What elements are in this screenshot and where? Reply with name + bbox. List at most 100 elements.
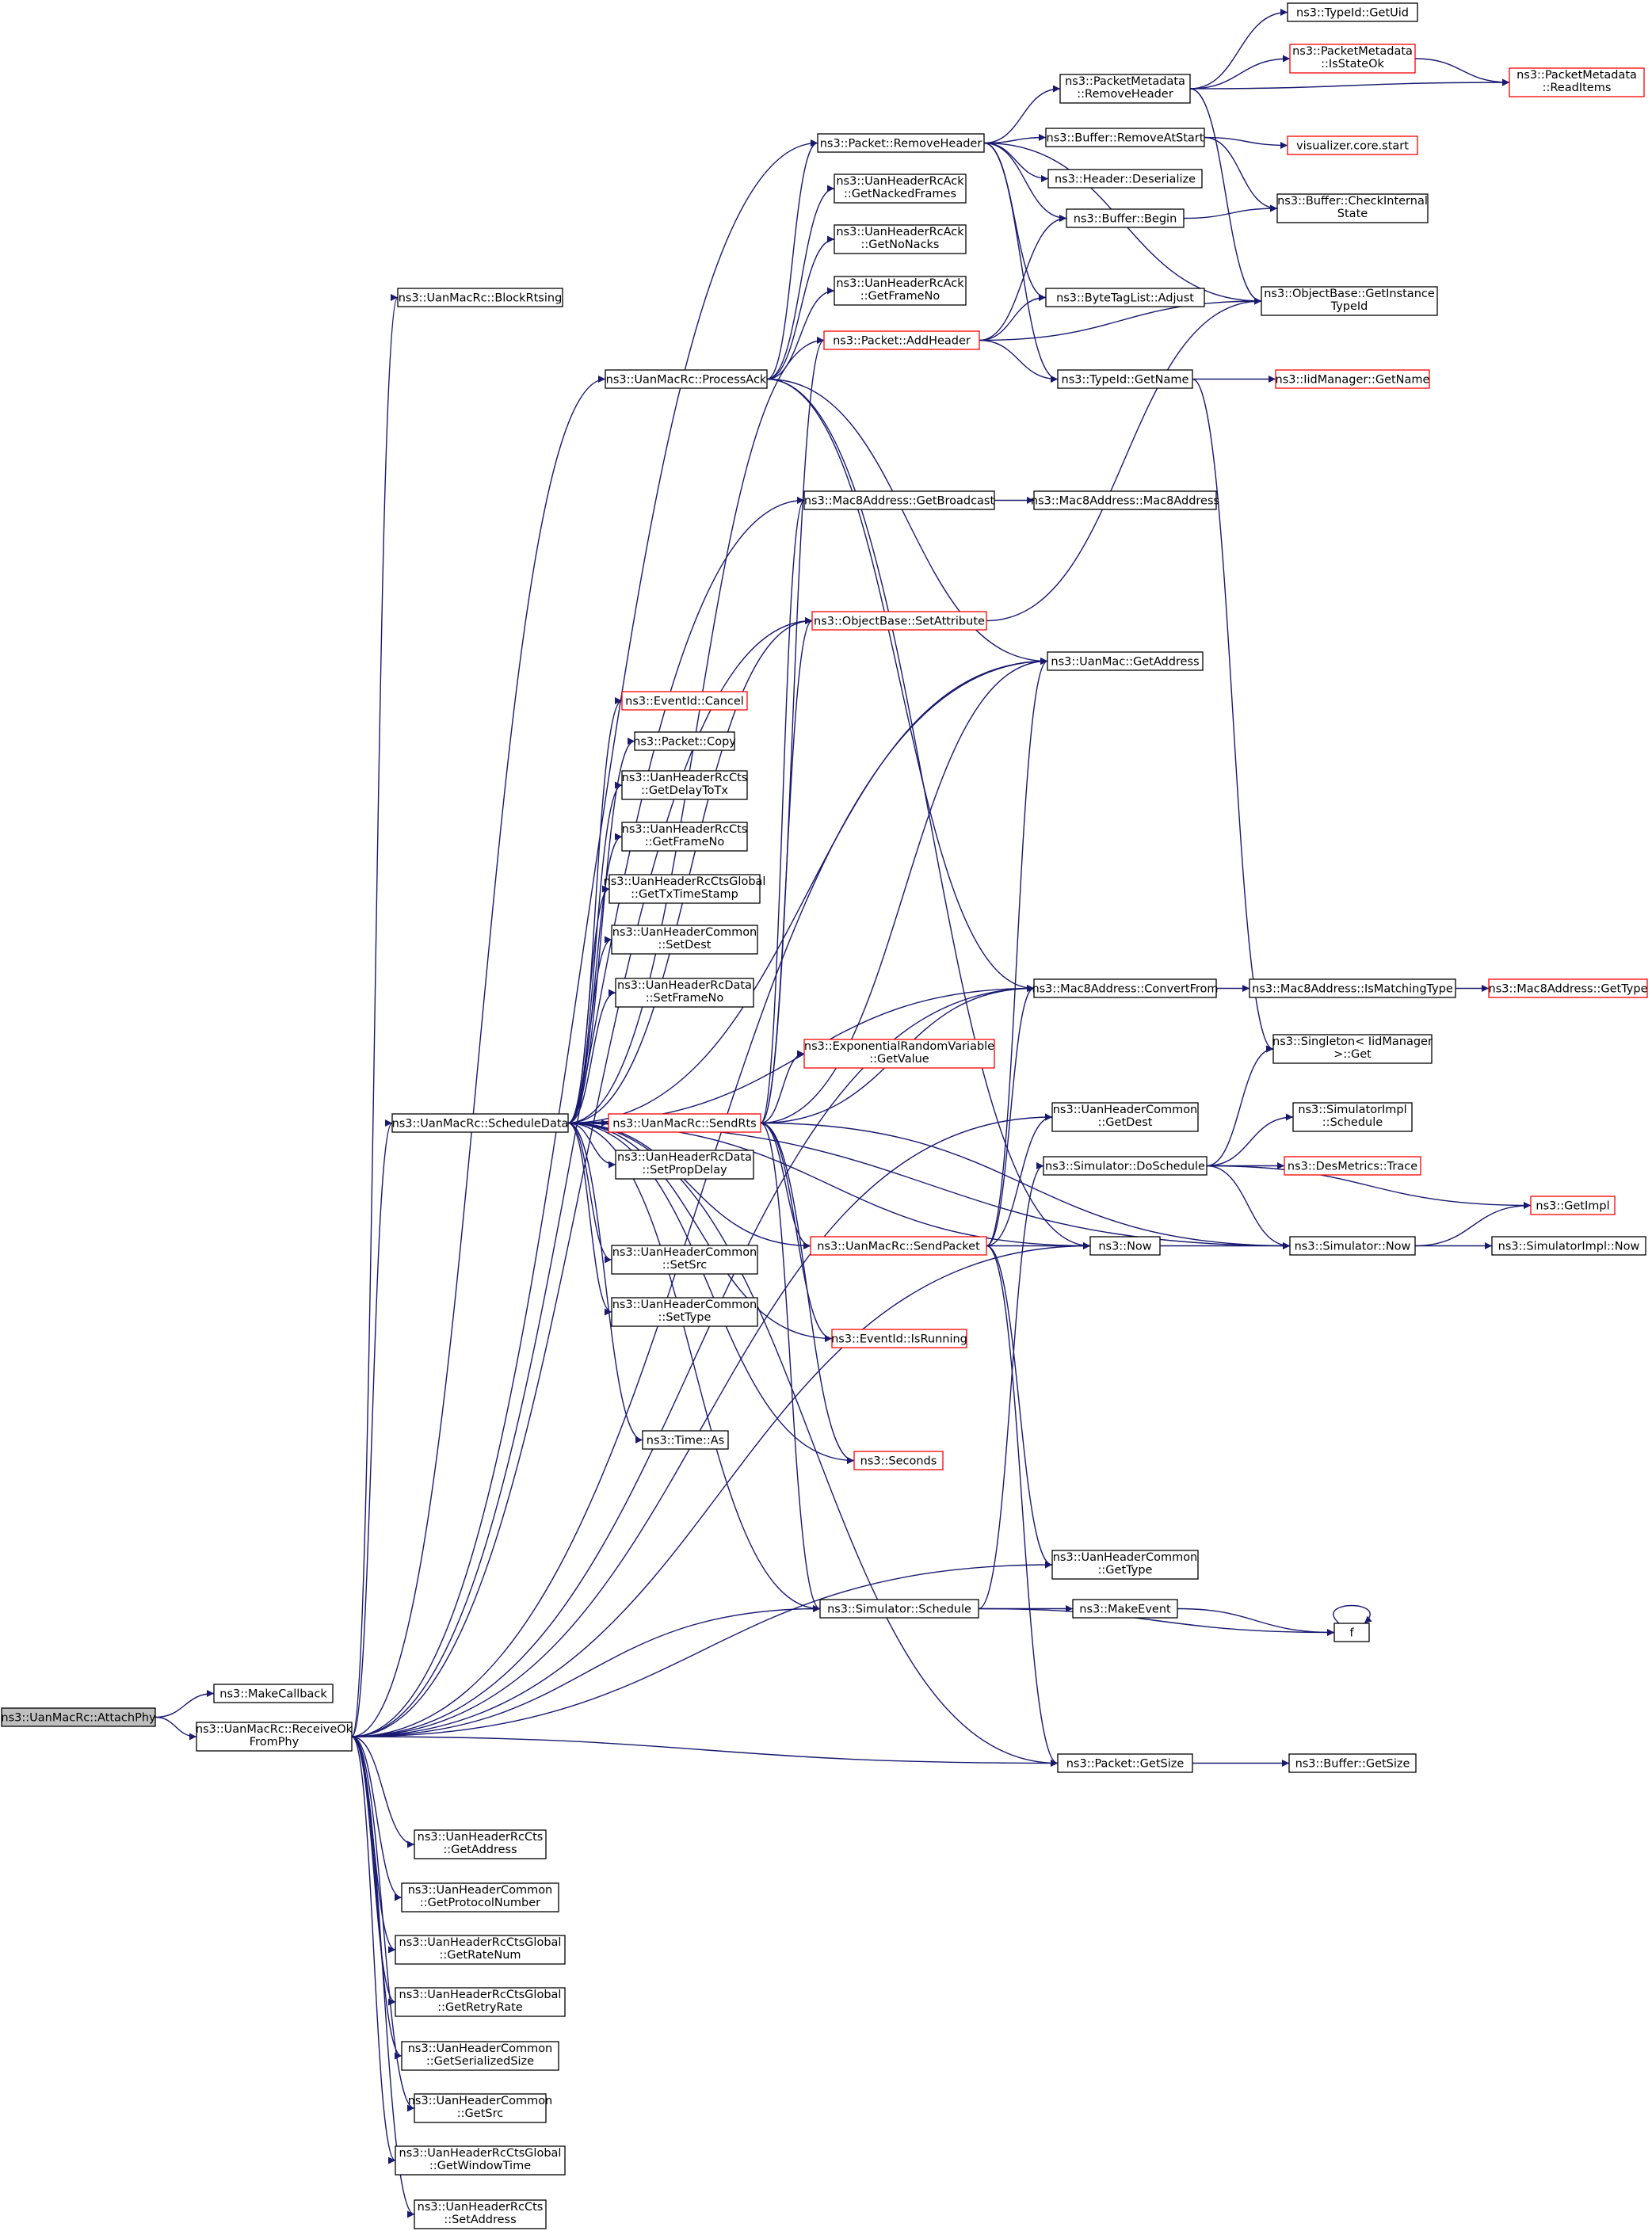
node-getimpl[interactable]: ns3::GetImpl: [1530, 1196, 1616, 1215]
node-simimplschedule[interactable]: ns3::SimulatorImpl::Schedule: [1292, 1102, 1413, 1132]
node-addheader[interactable]: ns3::Packet::AddHeader: [823, 330, 980, 350]
edge-f-to-f: [1333, 1604, 1372, 1624]
node-box: [395, 2145, 566, 2176]
node-setattribute[interactable]: ns3::ObjectBase::SetAttribute: [811, 611, 987, 631]
node-ismatchingtype[interactable]: ns3::Mac8Address::IsMatchingType: [1249, 978, 1456, 998]
node-mac8gettype[interactable]: ns3::Mac8Address::GetType: [1488, 978, 1648, 998]
node-bufremoveatstart[interactable]: ns3::Buffer::RemoveAtStart: [1045, 128, 1205, 147]
node-pmremoveheader[interactable]: ns3::PacketMetadata::RemoveHeader: [1059, 74, 1191, 104]
node-getbroadcast[interactable]: ns3::Mac8Address::GetBroadcast: [803, 490, 995, 510]
node-box: [1051, 1102, 1199, 1132]
edge-addheader-to-getinstancetypeid: [979, 297, 1262, 341]
edge-sendpacket-to-gettype: [986, 1245, 1053, 1569]
node-label: ns3::EventId::Cancel: [625, 696, 744, 708]
node-mac8addr[interactable]: ns3::Mac8Address::Mac8Address: [1031, 490, 1219, 510]
node-makeevent[interactable]: ns3::MakeEvent: [1072, 1599, 1178, 1619]
node-label: ::GetNoNacks: [861, 238, 940, 251]
node-simimplnow[interactable]: ns3::SimulatorImpl::Now: [1491, 1236, 1646, 1256]
edge-scheduledata-to-setdest: [567, 936, 612, 1124]
node-removeheader[interactable]: ns3::Packet::RemoveHeader: [817, 133, 985, 153]
node-convertfrom[interactable]: ns3::Mac8Address::ConvertFrom: [1032, 978, 1219, 998]
node-getserializedsize[interactable]: ns3::UanHeaderCommon::GetSerializedSize: [401, 2041, 559, 2071]
node-getdelaytotx[interactable]: ns3::UanHeaderRcCts::GetDelayToTx: [621, 770, 748, 800]
node-getframenoack[interactable]: ns3::UanHeaderRcAck::GetFrameNo: [834, 276, 967, 306]
node-label: ns3::IidManager::GetName: [1276, 374, 1430, 387]
node-copy[interactable]: ns3::Packet::Copy: [633, 731, 736, 751]
edge-sendrts-to-getbroadcast: [760, 497, 805, 1124]
node-label: ns3::TypeId::GetName: [1062, 374, 1189, 387]
node-getsize[interactable]: ns3::Packet::GetSize: [1057, 1753, 1193, 1773]
node-label: ns3::UanMacRc::ScheduleData: [392, 1118, 569, 1131]
node-setdest[interactable]: ns3::UanHeaderCommon::SetDest: [611, 925, 758, 955]
node-label: ns3::UanMacRc::SendPacket: [817, 1241, 980, 1253]
node-getframenocts[interactable]: ns3::UanHeaderRcCts::GetFrameNo: [621, 822, 748, 852]
node-getvalue[interactable]: ns3::ExponentialRandomVariable::GetValue: [803, 1039, 995, 1069]
node-gettxtimestamp[interactable]: ns3::UanHeaderRcCtsGlobal::GetTxTimeStam…: [604, 874, 766, 904]
node-label: ns3::UanHeaderRcCts: [622, 772, 748, 784]
node-setpropdelay[interactable]: ns3::UanHeaderRcData::SetPropDelay: [615, 1150, 754, 1180]
node-simschedule[interactable]: ns3::Simulator::Schedule: [819, 1599, 979, 1619]
node-isrunning[interactable]: ns3::EventId::IsRunning: [831, 1329, 967, 1348]
node-getnackedframes[interactable]: ns3::UanHeaderRcAck::GetNackedFrames: [834, 174, 967, 204]
node-label: >::Get: [1333, 1048, 1372, 1061]
node-label: ns3::UanMacRc::ReceiveOk: [196, 1723, 353, 1736]
node-label: ns3::GetImpl: [1536, 1200, 1609, 1213]
node-scheduledata[interactable]: ns3::UanMacRc::ScheduleData: [391, 1113, 569, 1133]
node-getratenum[interactable]: ns3::UanHeaderRcCtsGlobal::GetRateNum: [395, 1935, 566, 1965]
node-setsrc[interactable]: ns3::UanHeaderCommon::SetSrc: [611, 1245, 758, 1275]
node-isstateok[interactable]: ns3::PacketMetadata::IsStateOk: [1289, 44, 1416, 74]
node-vizstart[interactable]: visualizer.core.start: [1287, 135, 1418, 155]
node-label: ns3::MakeCallback: [219, 1688, 327, 1701]
edge-scheduledata-to-getsize: [567, 1122, 1059, 1767]
node-iidgetname[interactable]: ns3::IidManager::GetName: [1275, 369, 1430, 389]
node-hdrdeserialize[interactable]: ns3::Header::Deserialize: [1047, 169, 1203, 189]
node-getdest[interactable]: ns3::UanHeaderCommon::GetDest: [1051, 1102, 1199, 1132]
node-uanmacgetaddress[interactable]: ns3::UanMac::GetAddress: [1047, 651, 1204, 671]
node-bufgetsize[interactable]: ns3::Buffer::GetSize: [1288, 1753, 1417, 1773]
node-setframeno[interactable]: ns3::UanHeaderRcData::SetFrameNo: [615, 978, 754, 1008]
node-f[interactable]: f: [1333, 1623, 1370, 1642]
node-ctssetaddress[interactable]: ns3::UanHeaderRcCts::SetAddress: [414, 2199, 547, 2229]
node-getnonacks[interactable]: ns3::UanHeaderRcAck::GetNoNacks: [834, 224, 967, 254]
node-typeidgetname[interactable]: ns3::TypeId::GetName: [1057, 369, 1193, 389]
node-box: [853, 1451, 944, 1470]
node-box: [611, 1297, 758, 1327]
node-blockrtsing[interactable]: ns3::UanMacRc::BlockRtsing: [397, 288, 563, 307]
node-singletonget[interactable]: ns3::Singleton< IidManager >::Get: [1272, 1034, 1433, 1064]
node-getretryrate[interactable]: ns3::UanHeaderRcCtsGlobal::GetRetryRate: [395, 1987, 566, 2017]
edge-scheduledata-to-isrunning: [567, 1122, 833, 1342]
node-ctsgetaddress[interactable]: ns3::UanHeaderRcCts::GetAddress: [414, 1829, 547, 1859]
node-desmetrics[interactable]: ns3::DesMetrics::Trace: [1284, 1156, 1421, 1176]
node-attachphy[interactable]: ns3::UanMacRc::AttachPhy: [1, 1707, 156, 1727]
node-box: [1033, 490, 1217, 510]
node-getprotocolnumber[interactable]: ns3::UanHeaderCommon::GetProtocolNumber: [401, 1882, 559, 1913]
edge-removeheader-to-typeidgetname: [983, 142, 1059, 383]
node-box: [823, 330, 980, 350]
node-makecallback[interactable]: ns3::MakeCallback: [213, 1684, 334, 1703]
node-box: [608, 1113, 761, 1133]
node-getsrc[interactable]: ns3::UanHeaderCommon::GetSrc: [408, 2093, 553, 2123]
node-processack[interactable]: ns3::UanMacRc::ProcessAck: [605, 369, 768, 389]
node-cancel[interactable]: ns3::EventId::Cancel: [621, 691, 748, 711]
node-label: ::GetSerializedSize: [426, 2055, 534, 2068]
node-sendrts[interactable]: ns3::UanMacRc::SendRts: [608, 1113, 761, 1133]
node-getwindowtime[interactable]: ns3::UanHeaderRcCtsGlobal::GetWindowTime: [395, 2145, 566, 2176]
node-settype[interactable]: ns3::UanHeaderCommon::SetType: [611, 1297, 758, 1327]
node-label: ns3::UanMacRc::BlockRtsing: [399, 292, 563, 305]
node-doschedule[interactable]: ns3::Simulator::DoSchedule: [1043, 1156, 1208, 1176]
node-bufbegin[interactable]: ns3::Buffer::Begin: [1066, 208, 1185, 228]
node-timeas[interactable]: ns3::Time::As: [642, 1430, 729, 1450]
node-now[interactable]: ns3::Now: [1089, 1236, 1161, 1256]
node-simnow[interactable]: ns3::Simulator::Now: [1289, 1236, 1416, 1256]
node-sendpacket[interactable]: ns3::UanMacRc::SendPacket: [810, 1236, 987, 1256]
node-gettype[interactable]: ns3::UanHeaderCommon::GetType: [1051, 1550, 1199, 1580]
node-seconds[interactable]: ns3::Seconds: [853, 1451, 944, 1470]
node-bytetagadjust[interactable]: ns3::ByteTagList::Adjust: [1045, 288, 1205, 307]
node-box: [401, 2041, 559, 2071]
edge-doschedule-to-singletonget: [1206, 1045, 1274, 1167]
node-readitems[interactable]: ns3::PacketMetadata::ReadItems: [1509, 67, 1645, 97]
node-getuid[interactable]: ns3::TypeId::GetUid: [1287, 2, 1418, 22]
